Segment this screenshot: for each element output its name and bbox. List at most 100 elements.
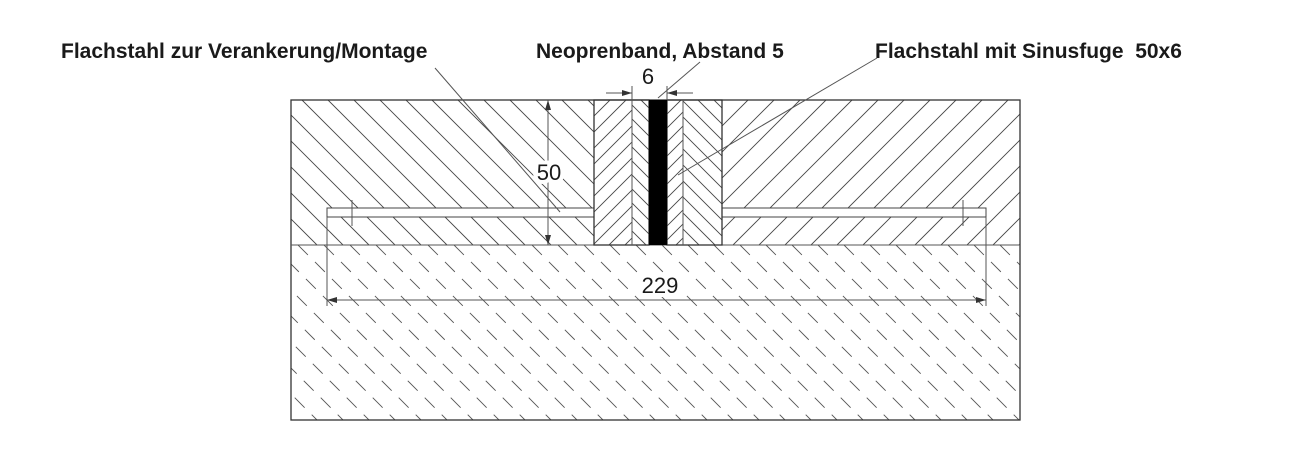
anchor-plate-right [721, 207, 987, 218]
hatch-line [739, 100, 884, 245]
concrete-hatch-lower [291, 245, 1300, 420]
leader-sinus-steel [677, 57, 878, 176]
hatch-line [725, 100, 870, 245]
hatch-line [291, 244, 292, 245]
hatch-line [291, 114, 422, 245]
hatch-line [690, 100, 835, 245]
hatch-line [683, 100, 722, 141]
hatch-line [401, 245, 578, 420]
dim-height: 50 [537, 160, 561, 185]
hatch-line [1130, 245, 1300, 420]
hatch-line [683, 196, 722, 237]
hatch-line [713, 245, 890, 420]
leader-neoprene [657, 61, 701, 99]
hatch-line [557, 245, 734, 420]
hatch-line [667, 223, 683, 241]
hatch-line [914, 139, 1020, 245]
hatch-line [683, 164, 722, 205]
hatch-line [869, 245, 1020, 396]
hatch-line [722, 100, 801, 179]
hatch-line [689, 100, 834, 245]
hatch-line [697, 100, 722, 125]
steel-block-right [666, 99, 723, 246]
hatch-line [683, 228, 700, 245]
hatch-line [816, 100, 961, 245]
hatch-line [632, 160, 649, 179]
hatch-line [323, 245, 500, 420]
hatch-line [297, 245, 474, 420]
hatch-line [427, 245, 604, 420]
hatch-line [753, 100, 898, 245]
hatch-line [999, 245, 1020, 266]
hatch-line [692, 100, 837, 245]
hatch-line [349, 245, 526, 420]
hatch-line [794, 100, 939, 245]
hatch-line [843, 245, 1020, 420]
concrete-hatch-upper-left [291, 100, 837, 245]
hatch-line [632, 118, 649, 137]
hatch-line [1097, 100, 1242, 245]
hatch-line [769, 100, 914, 245]
concrete-hatch-upper-right [722, 100, 1268, 245]
hatch-line [291, 289, 422, 420]
hatch-line [327, 100, 474, 245]
hatch-line [291, 341, 370, 420]
hatch-line [758, 100, 905, 245]
hatch-line [1104, 245, 1279, 420]
hatch-line [810, 100, 957, 245]
hatch-line [722, 100, 853, 231]
hatch-line [301, 100, 448, 245]
steel-block-left-outer-hatch [594, 100, 914, 245]
hatch-line [457, 100, 594, 237]
hatch-line [1182, 245, 1300, 420]
hatch-line [722, 100, 775, 153]
hatch-line [453, 245, 630, 420]
hatch-line [992, 217, 1020, 245]
hatch-line [778, 100, 923, 245]
hatch-line [842, 100, 987, 245]
hatch-line [375, 245, 552, 420]
hatch-line [753, 100, 898, 245]
steel-block-left-inner-hatch [632, 100, 926, 245]
hatch-line [291, 192, 344, 245]
hatch-line [509, 100, 594, 185]
hatch-line [1123, 100, 1268, 245]
hatch-line [291, 263, 448, 420]
hatch-line [667, 167, 683, 185]
hatch-line [531, 245, 708, 420]
hatch-line [888, 113, 1020, 245]
hatch-line [791, 245, 968, 420]
hatch-line [632, 174, 649, 193]
hatch-line [781, 100, 926, 245]
hatch-line [722, 100, 827, 205]
hatch-line [713, 100, 722, 109]
label-sinus-steel: Flachstahl mit Sinusfuge 50x6 [875, 40, 1182, 63]
hatch-line [1026, 245, 1201, 420]
hatch-line [683, 212, 716, 245]
hatch-line [291, 315, 396, 420]
hatch-line [737, 100, 882, 245]
hatch-line [947, 245, 1020, 318]
hatch-line [614, 100, 759, 245]
hatch-line [1018, 243, 1020, 245]
hatch-line [667, 181, 683, 199]
hatch-line [431, 100, 578, 245]
hatch-line [973, 245, 1020, 292]
hatch-line [940, 165, 1020, 245]
hatch-line [722, 100, 749, 127]
hatch-line [479, 245, 656, 420]
hatch-line [594, 157, 632, 197]
hatch-line [895, 245, 1020, 370]
hatch-line [594, 109, 632, 149]
hatch-line [673, 100, 818, 245]
hatch-line [291, 140, 396, 245]
hatch-line [802, 100, 947, 245]
hatch-line [687, 245, 864, 420]
hatch-line [661, 245, 838, 420]
hatch-line [635, 245, 812, 420]
hatch-line [379, 100, 526, 245]
dim-gap-width: 6 [642, 64, 654, 89]
leader-anchor-steel [434, 67, 561, 213]
hatch-line [667, 209, 683, 227]
